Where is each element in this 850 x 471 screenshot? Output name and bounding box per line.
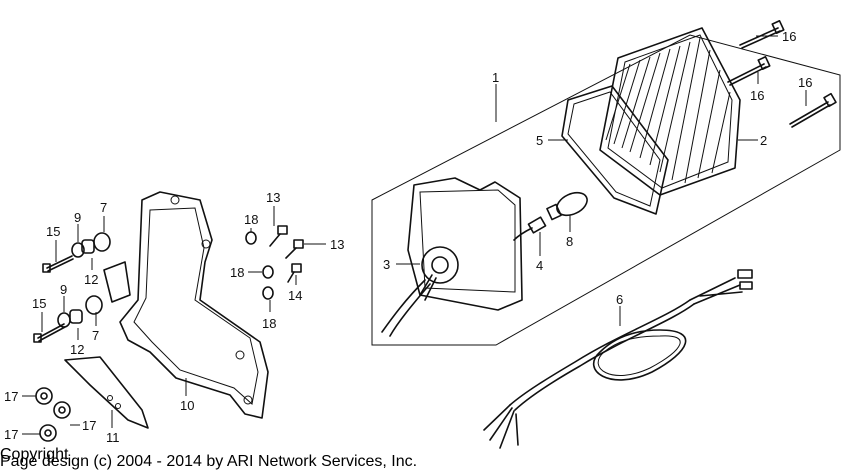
callout-13a: 13 [266, 190, 280, 205]
nut-18 [245, 231, 274, 300]
nut-17 [35, 387, 71, 442]
callout-16a: 16 [782, 29, 796, 44]
bolt-16 [727, 19, 837, 128]
copyright-line: Copyright [0, 446, 69, 463]
collar-12 [69, 239, 95, 324]
plate [64, 356, 149, 429]
callout-18b: 18 [230, 265, 244, 280]
gasket [561, 85, 669, 215]
bulb [546, 191, 588, 221]
nut-7 [85, 232, 111, 315]
callout-10: 10 [180, 398, 194, 413]
callout-18c: 18 [262, 316, 276, 331]
callout-7a: 7 [100, 200, 107, 215]
callout-15b: 15 [32, 296, 46, 311]
copyright-notice: Page design (c) 2004 - 2014 by ARI Netwo… [0, 453, 418, 470]
screw-13 [269, 225, 304, 259]
screw-14 [287, 263, 302, 283]
callout-14: 14 [288, 288, 302, 303]
callout-12a: 12 [84, 272, 98, 287]
callout-9a: 9 [74, 210, 81, 225]
callout-9b: 9 [60, 282, 67, 297]
housing [381, 177, 523, 337]
callout-17a: 17 [4, 389, 18, 404]
callout-5: 5 [536, 133, 543, 148]
callout-17b: 17 [82, 418, 96, 433]
leader-lines [22, 35, 807, 435]
callout-3: 3 [383, 257, 390, 272]
assembly-outline [371, 34, 841, 346]
callout-13b: 13 [330, 237, 344, 252]
callout-4: 4 [536, 258, 543, 273]
callout-8: 8 [566, 234, 573, 249]
wire-harness [483, 269, 753, 449]
callout-7b: 7 [92, 328, 99, 343]
callout-2: 2 [760, 133, 767, 148]
bolt-15 [33, 255, 74, 343]
callout-18a: 18 [244, 212, 258, 227]
callout-1: 1 [492, 70, 499, 85]
callout-6: 6 [616, 292, 623, 307]
callout-16c: 16 [798, 75, 812, 90]
callout-12b: 12 [70, 342, 84, 357]
callout-16b: 16 [750, 88, 764, 103]
lens [599, 27, 741, 196]
socket [513, 216, 547, 241]
callout-15a: 15 [46, 224, 60, 239]
bracket [103, 191, 269, 419]
callout-17c: 17 [4, 427, 18, 442]
callout-11: 11 [106, 430, 120, 445]
